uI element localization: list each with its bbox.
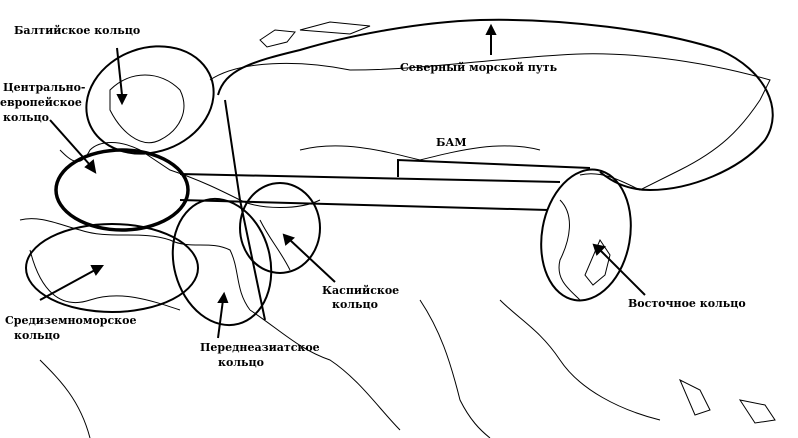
label-mediterranean-ring-line2: кольцо — [14, 329, 60, 342]
label-caspian-ring-line1: Каспийское — [322, 284, 400, 297]
baltic-ring — [85, 45, 215, 155]
label-mediterranean-ring-line1: Средиземноморское — [5, 314, 137, 327]
mediterranean-ring — [25, 223, 199, 313]
label-eastern-ring: Восточное кольцо — [628, 297, 746, 310]
label-central-european-ring-line1: Центрально- — [3, 81, 86, 94]
label-near-asian-ring-line2: кольцо — [218, 356, 264, 369]
routes — [25, 18, 774, 327]
near-asian-ring — [171, 197, 273, 327]
label-bam: БАМ — [436, 136, 467, 149]
arrows — [39, 23, 646, 339]
meridional-line — [224, 99, 266, 321]
corridor-north — [179, 173, 561, 183]
bam-line — [397, 158, 591, 177]
caspian-ring — [239, 182, 321, 274]
label-northern-sea-route: Северный морской путь — [400, 61, 558, 74]
central-european-ring — [54, 148, 190, 232]
label-near-asian-ring-line1: Переднеазиатское — [200, 341, 320, 354]
label-central-european-ring-line2: европейское — [0, 96, 82, 109]
eastern-ring — [540, 168, 632, 302]
label-central-european-ring-line3: кольцо — [3, 111, 49, 124]
label-caspian-ring-line2: кольцо — [332, 298, 378, 311]
label-baltic-ring: Балтийское кольцо — [14, 24, 141, 37]
northern-sea-route-outline — [217, 18, 774, 192]
